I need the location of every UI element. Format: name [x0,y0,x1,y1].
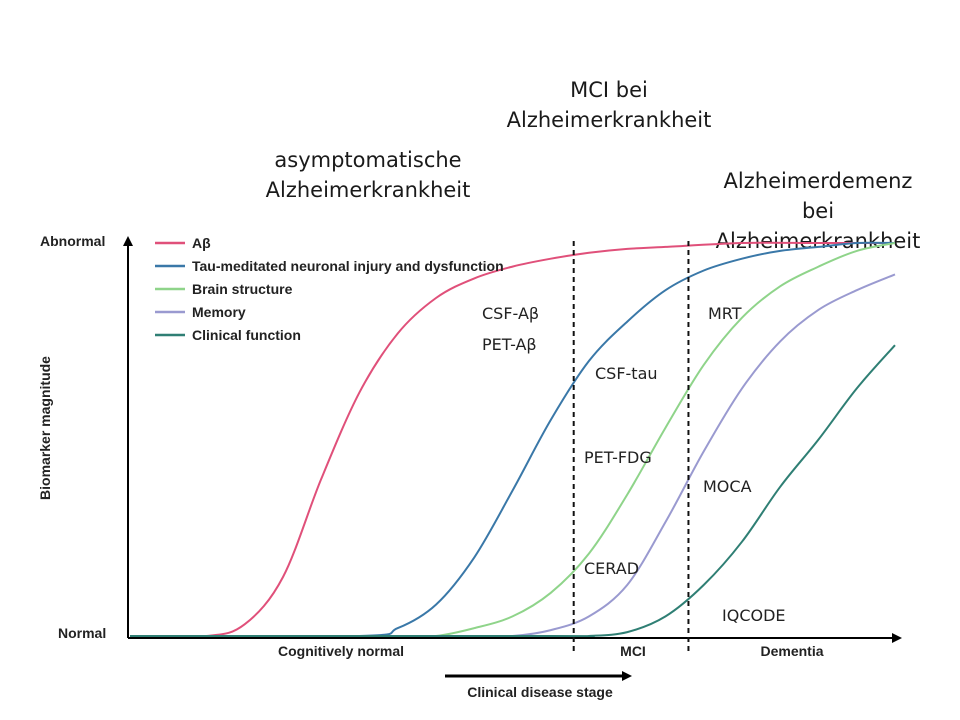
annotation-iqcode: IQCODE [722,606,786,625]
legend-label-1: Aβ [192,235,211,251]
annotation-cerad: CERAD [584,559,639,578]
series-curves [129,241,896,638]
x-stage-dementia: Dementia [760,643,823,659]
annotation-pet-fdg: PET-FDG [584,448,652,467]
legend-label-3: Brain structure [192,281,293,297]
annotation-pet-abeta: PET-Aβ [482,335,537,354]
y-tick-normal: Normal [58,625,106,641]
annotation-csf-tau: CSF-tau [595,364,658,383]
series-line-1 [129,241,895,638]
x-stage-cognitively-normal: Cognitively normal [278,643,404,659]
legend-label-2: Tau-meditated neuronal injury and dysfun… [192,258,504,274]
x-axis-label: Clinical disease stage [467,684,613,700]
heading-mci: MCI bei Alzheimerkrankheit [506,78,712,132]
y-tick-abnormal: Abnormal [40,233,105,249]
annotations: CSF-Aβ PET-Aβ CSF-tau PET-FDG CERAD MRT … [482,304,786,625]
heading-dementia: Alzheimerdemenz bei Alzheimerkrankheit [715,169,921,253]
x-stage-mci: MCI [620,643,646,659]
series-line-5 [130,344,896,638]
stage-boundaries [572,241,690,655]
series-line-2 [129,241,896,638]
legend-label-4: Memory [192,304,246,320]
legend-label-5: Clinical function [192,327,301,343]
annotation-csf-abeta: CSF-Aβ [482,304,539,323]
series-line-3 [130,242,896,638]
annotation-moca: MOCA [703,477,752,496]
heading-asymptomatic: asymptomatische Alzheimerkrankheit [265,148,471,202]
annotation-mrt: MRT [708,304,742,323]
y-axis-label: Biomarker magnitude [37,356,53,500]
